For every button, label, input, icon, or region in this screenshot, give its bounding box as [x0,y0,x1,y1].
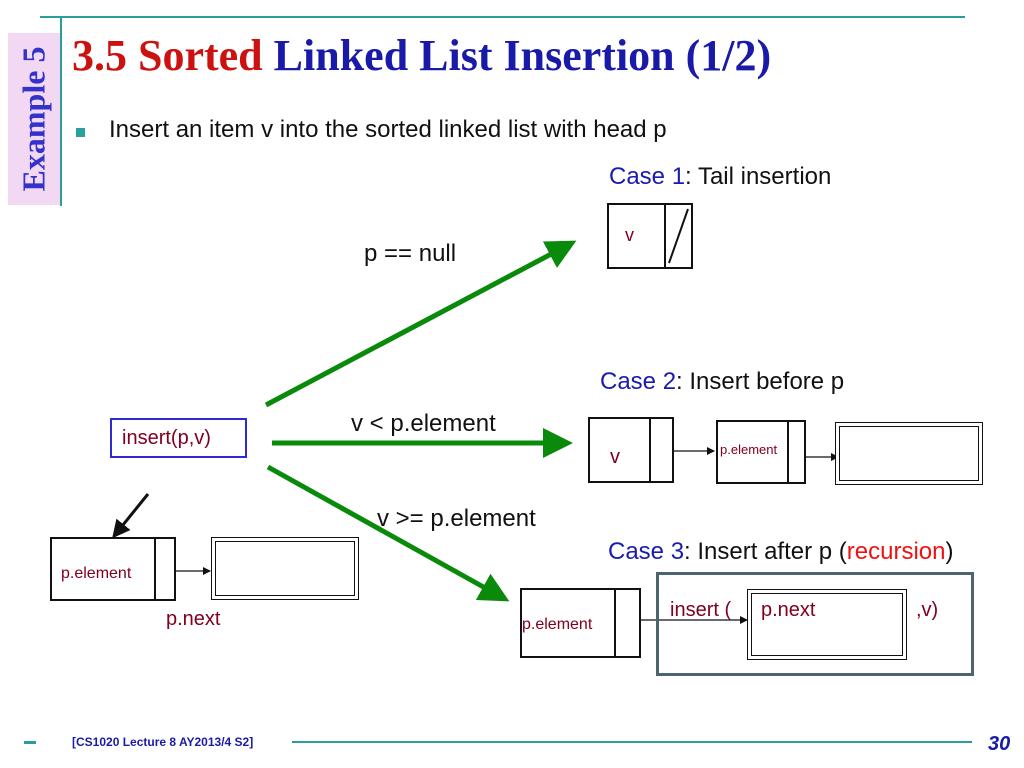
case3-recursion: recursion [846,538,946,565]
case3-p-node-divider [614,590,616,656]
case3-close: ) [945,538,954,565]
case2-rest-list [835,422,983,485]
case3-call-open: insert ( [670,599,732,621]
case2-p-node: p.element [716,420,806,484]
example-tab: Example 5 [8,33,60,205]
initial-p-element: p.element [61,565,132,582]
case1-node-divider [664,205,666,267]
title-number-sorted: 3.5 Sorted [72,31,263,80]
footer-course: [CS1020 Lecture 8 AY2013/4 S2] [72,735,254,749]
case3-title: Case 3: Insert after p (recursion) [608,538,954,566]
case3-p-node: p.element [520,588,641,658]
insert-call-box: insert(p,v) [110,418,247,458]
condition-null: p == null [364,240,457,267]
initial-p-next-label: p.next [166,608,221,630]
condition-greater-equal: v >= p.element [377,505,536,532]
initial-rest-list [211,537,359,600]
case1-heading: Case 1 [609,163,686,190]
case1-node-value: v [625,225,634,245]
initial-p-node-divider [154,539,156,599]
case2-node-divider [649,419,651,481]
arrow-case1 [264,240,577,408]
null-slash-icon [668,208,689,264]
footer-dash [24,741,36,744]
case2-new-node: v [588,417,674,483]
case3-recursive-frame [656,572,974,676]
page-number: 30 [988,733,1011,755]
case3-call-arg: p.next [761,599,816,621]
case2-p-element: p.element [720,442,778,457]
case1-desc: : Tail insertion [685,163,832,190]
page-title: 3.5 Sorted Linked List Insertion (1/2) [72,30,771,81]
bullet-square-icon [76,128,85,137]
side-rule [60,16,62,206]
case2-node-value: v [610,446,620,468]
footer-rule [292,741,972,743]
title-rest: Linked List Insertion (1/2) [273,31,772,80]
case1-node: v [607,203,693,269]
case3-next-list: p.next [747,589,907,660]
case3-p-element: p.element [522,616,593,633]
case1-title: Case 1: Tail insertion [609,163,831,191]
pointer-to-initial-node [112,493,150,539]
bullet-text: Insert an item v into the sorted linked … [109,116,667,143]
case2-title: Case 2: Insert before p [600,368,844,396]
insert-call-label: insert(p,v) [122,427,211,449]
top-rule [40,16,965,18]
case2-desc: : Insert before p [676,368,845,395]
case3-desc: : Insert after p ( [684,538,847,565]
condition-less: v < p.element [351,410,496,437]
arrow-case3 [266,464,510,602]
case3-heading: Case 3 [608,538,685,565]
case2-p-node-divider [787,422,789,482]
case2-heading: Case 2 [600,368,677,395]
case3-call-close: ,v) [916,599,939,621]
initial-p-node: p.element [50,537,176,601]
